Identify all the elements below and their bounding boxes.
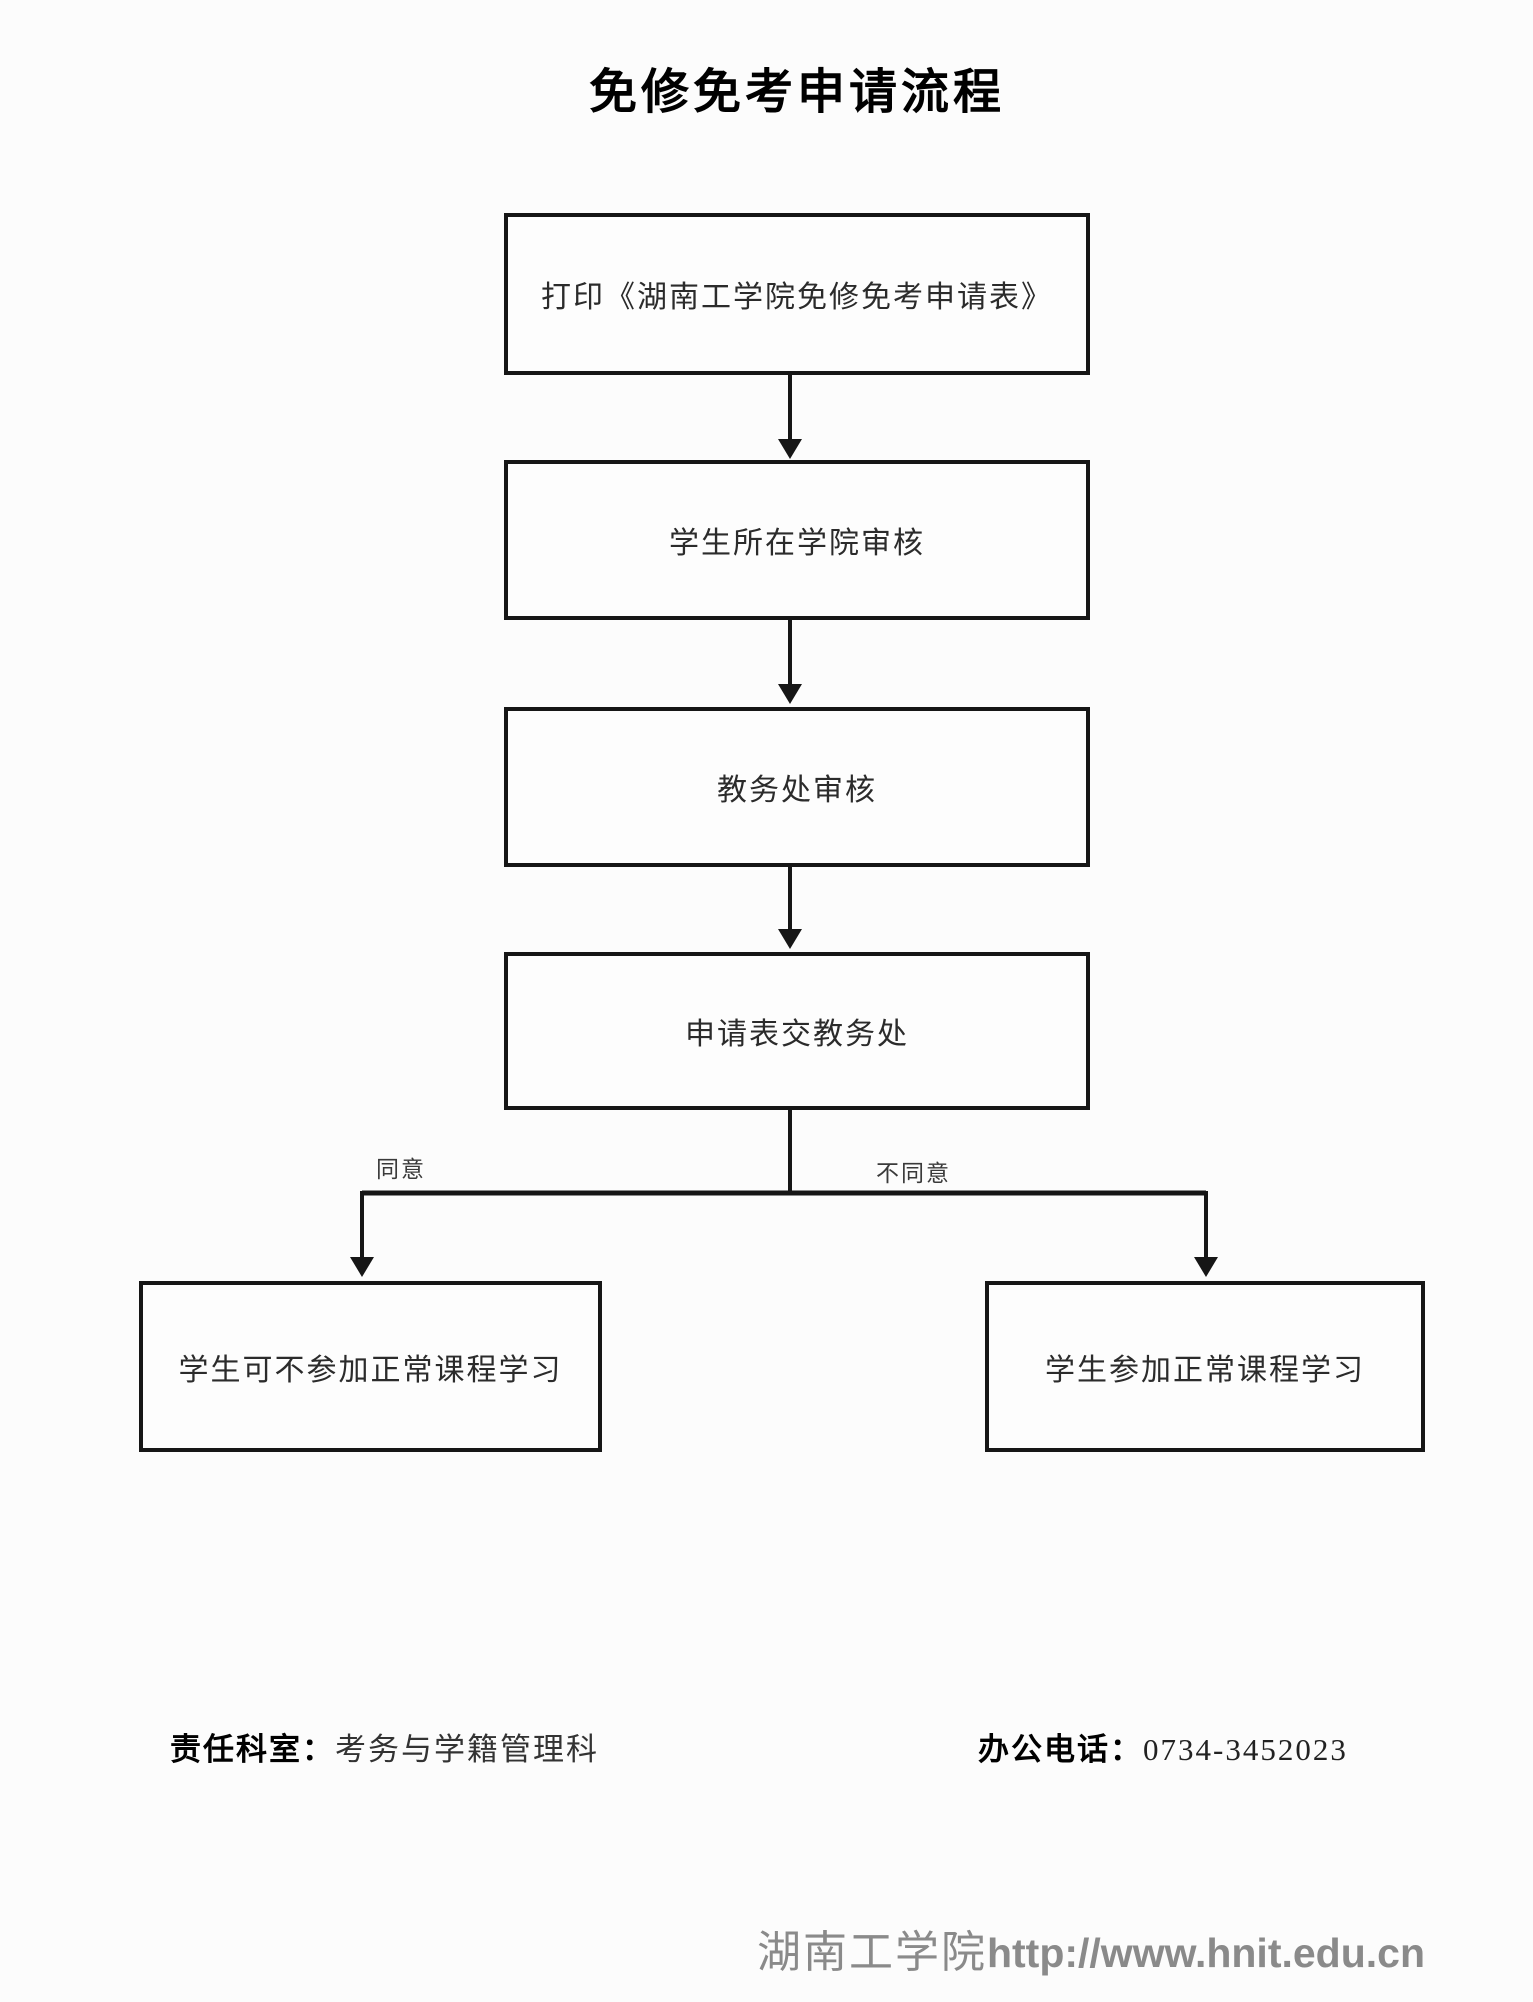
arrow-down-icon — [350, 1257, 374, 1277]
office-phone-value: 0734-3452023 — [1143, 1732, 1348, 1767]
site-footer-url: http://www.hnit.edu.cn — [986, 1930, 1425, 1976]
connector-lines — [360, 375, 1208, 1258]
flow-step-academic-office-review-label: 教务处审核 — [717, 774, 877, 807]
arrow-down-icon — [778, 929, 802, 949]
office-phone-label: 办公电话： — [978, 1732, 1143, 1767]
page-title: 免修免考申请流程 — [588, 66, 1005, 119]
flow-step-submit-form: 申请表交教务处 — [504, 952, 1090, 1110]
flow-step-print-form: 打印《湖南工学院免修免考申请表》 — [504, 213, 1090, 375]
flow-step-academic-office-review: 教务处审核 — [504, 707, 1090, 867]
flow-outcome-exempt-label: 学生可不参加正常课程学习 — [178, 1353, 563, 1387]
flow-step-print-form-label: 打印《湖南工学院免修免考申请表》 — [541, 281, 1053, 314]
branch-disagree-label: 不同意 — [876, 1160, 951, 1186]
flow-outcome-exempt: 学生可不参加正常课程学习 — [139, 1281, 602, 1452]
flow-step-submit-form-label: 申请表交教务处 — [685, 1018, 909, 1051]
office-phone: 办公电话：0734-3452023 — [978, 1724, 1348, 1769]
responsible-dept: 责任科室：考务与学籍管理科 — [170, 1724, 599, 1769]
flow-step-college-review-label: 学生所在学院审核 — [669, 527, 925, 560]
site-footer-org: 湖南工学院 — [756, 1928, 987, 1977]
flow-outcome-normal: 学生参加正常课程学习 — [985, 1281, 1425, 1452]
arrow-down-icon — [778, 439, 802, 459]
arrow-down-icon — [778, 684, 802, 704]
flow-step-college-review: 学生所在学院审核 — [504, 460, 1090, 620]
arrowheads — [350, 439, 1218, 1277]
flow-outcome-normal-label: 学生参加正常课程学习 — [1045, 1353, 1365, 1387]
responsible-dept-value: 考务与学籍管理科 — [335, 1732, 599, 1767]
branch-agree-label: 同意 — [376, 1156, 426, 1182]
responsible-dept-label: 责任科室： — [170, 1732, 335, 1767]
site-footer: 湖南工学院http://www.hnit.edu.cn — [0, 1916, 1425, 1980]
arrow-down-icon — [1194, 1257, 1218, 1277]
